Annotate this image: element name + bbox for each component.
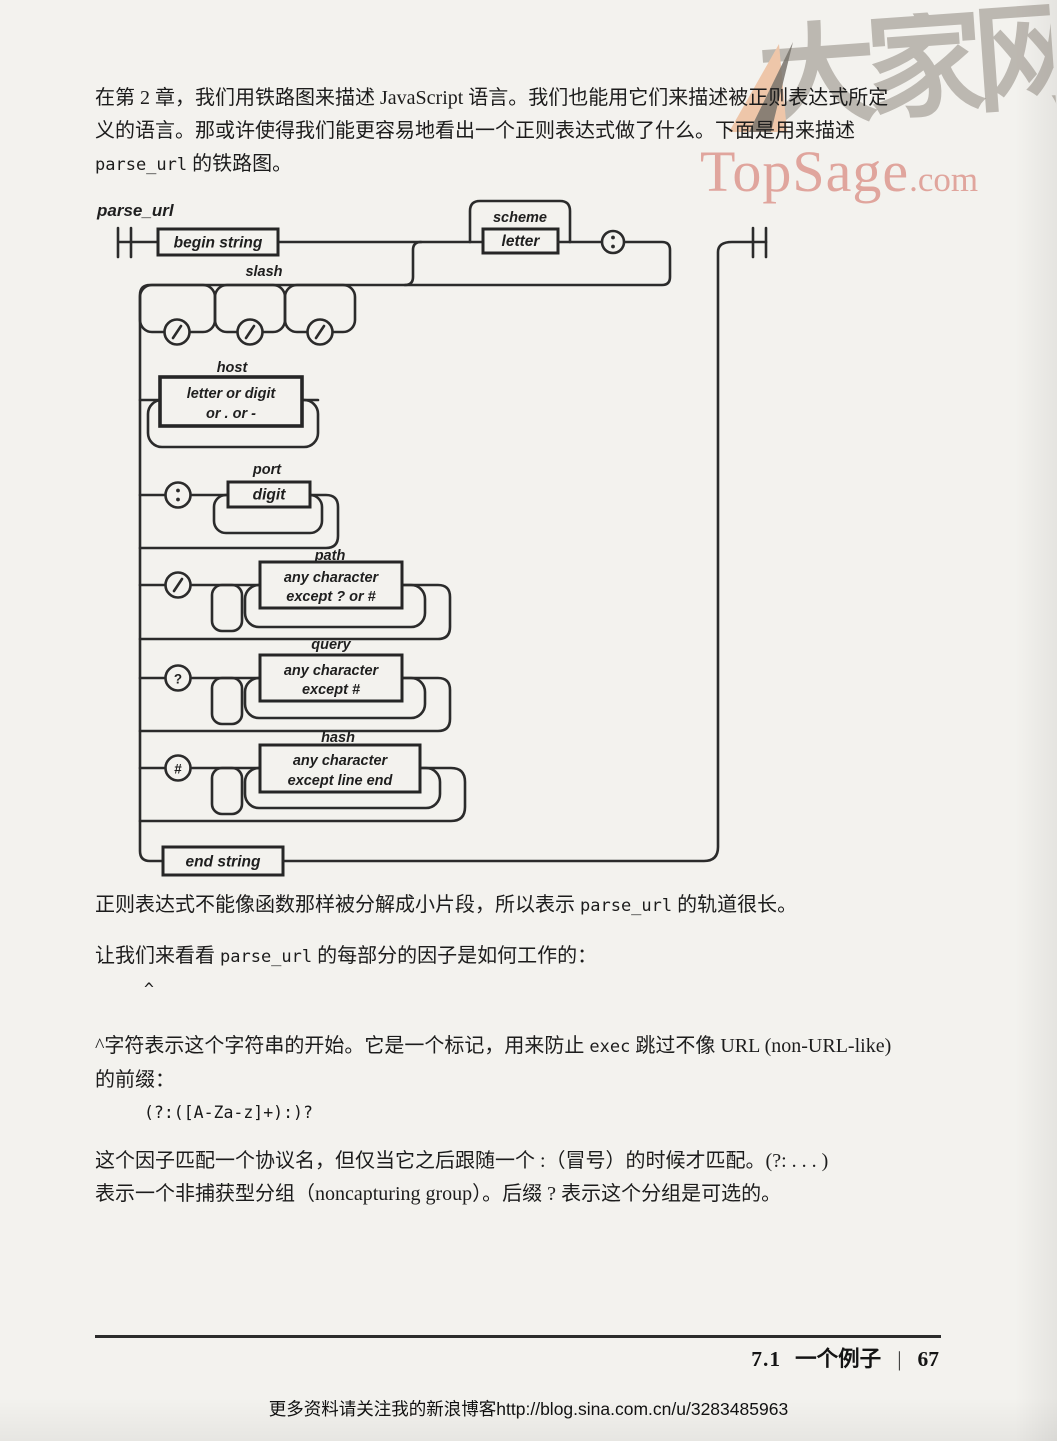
- intro-line-2: 义的语言。那或许使得我们能更容易地看出一个正则表达式做了什么。下面是用来描述: [95, 120, 855, 142]
- path-label: path: [314, 548, 346, 564]
- page-number: 67: [917, 1347, 940, 1371]
- code-snippet-caret: ^: [144, 980, 154, 999]
- port-colon-dot-bottom: [176, 497, 180, 502]
- slash-glyphs: [171, 324, 326, 340]
- hash-box: [258, 743, 422, 794]
- p5-line-1: 这个因子匹配一个协议名，但仅当它之后跟随一个 :（冒号）的时候才匹配。(?: .…: [95, 1150, 829, 1172]
- p2-text-pre: 正则表达式不能像函数那样被分解成小片段，所以表示: [95, 894, 580, 916]
- slash-terminals: [163, 318, 334, 346]
- slash-label: slash: [245, 264, 282, 280]
- footer-separator: |: [897, 1347, 902, 1371]
- p5-line-2: 表示一个非捕获型分组（noncapturing group）。后缀 ? 表示这个…: [95, 1183, 782, 1205]
- watermark-site-name: TopSage: [700, 139, 910, 204]
- host-label: host: [217, 360, 249, 376]
- blog-note: 更多资料请关注我的新浪博客http://blog.sina.com.cn/u/3…: [268, 1399, 789, 1419]
- p4-line-1: ^字符表示这个字符串的开始。它是一个标记，用来防止 exec 跳过不像 URL …: [95, 1030, 957, 1064]
- hash-box-line2: except line end: [288, 773, 394, 789]
- p4-inline-code-exec: exec: [589, 1037, 631, 1057]
- query-box: [258, 653, 404, 703]
- port-colon-dot-top: [176, 488, 180, 493]
- digit-box-label: digit: [253, 487, 287, 504]
- return-rail: [281, 240, 768, 863]
- p2-inline-code: parse_url: [580, 896, 673, 916]
- start-terminal-icon: [116, 226, 160, 259]
- query-question-terminal-icon: [164, 664, 192, 692]
- path-slash-glyph: [172, 577, 184, 593]
- end-string-box-label: end string: [186, 854, 261, 871]
- hash-box-line1: any character: [293, 753, 389, 769]
- footer-rule: [95, 1335, 941, 1338]
- scheme-repeat-loop: [468, 199, 572, 244]
- query-skip-stub: [210, 676, 244, 726]
- letter-box-label: letter: [502, 233, 541, 250]
- watermark-triangle-gray: [749, 42, 793, 132]
- p3-text-post: 的每部分的因子是如何工作的：: [312, 945, 598, 967]
- p4-line-2: 的前缀：: [95, 1069, 175, 1091]
- parse-url-inline-code: parse_url: [95, 155, 188, 175]
- colon-dot-top: [611, 235, 615, 240]
- end-terminal-icon: [751, 226, 768, 259]
- p4-l1-pre: ^字符表示这个字符串的开始。它是一个标记，用来防止: [95, 1035, 590, 1057]
- parse-url-railroad-diagram: parse_url scheme begin string letter sla…: [96, 199, 768, 877]
- path-box-line1: any character: [284, 570, 380, 586]
- begin-string-box: [156, 227, 280, 257]
- colon-terminal-icon: [600, 229, 626, 255]
- hash-label: hash: [321, 730, 355, 746]
- scheme-label: scheme: [493, 210, 547, 226]
- watermark-logo-icon: [729, 42, 793, 132]
- port-colon-terminal-icon: [164, 481, 192, 509]
- watermark-site-tld: .com: [909, 160, 979, 199]
- query-box-line1: any character: [284, 663, 380, 679]
- hash-terminal-icon: [164, 754, 192, 782]
- hash-skip-stub: [210, 766, 244, 816]
- query-box-line2: except #: [302, 682, 361, 698]
- host-box-line1: letter or digit: [187, 386, 277, 402]
- intro-line-3: parse_url 的铁路图。: [95, 148, 955, 182]
- path-box-line2: except ? or #: [286, 589, 376, 605]
- caret-explanation-paragraph: ^字符表示这个字符串的开始。它是一个标记，用来防止 exec 跳过不像 URL …: [95, 1030, 957, 1097]
- intro-paragraph: 在第 2 章，我们用铁路图来描述 JavaScript 语言。我们也能用它们来描…: [95, 82, 955, 182]
- track-length-paragraph: 正则表达式不能像函数那样被分解成小片段，所以表示 parse_url 的轨道很长…: [95, 889, 955, 923]
- code-snippet-scheme-regex: (?:([A-Za-z]+):)?: [144, 1103, 313, 1122]
- lets-look-paragraph: 让我们来看看 parse_url 的每部分的因子是如何工作的：: [95, 940, 955, 974]
- path-skip-stub: [210, 583, 244, 633]
- host-box-line2: or . or -: [206, 406, 256, 422]
- section-title: 一个例子: [795, 1347, 882, 1371]
- factor-explanation-paragraph: 这个因子匹配一个协议名，但仅当它之后跟随一个 :（冒号）的时候才匹配。(?: .…: [95, 1145, 957, 1211]
- path-box: [258, 560, 404, 610]
- section-number: 7.1: [751, 1347, 782, 1371]
- query-label: query: [311, 637, 351, 653]
- page-footer: 7.1 一个例子 | 67: [751, 1342, 939, 1373]
- intro-line-1: 在第 2 章，我们用铁路图来描述 JavaScript 语言。我们也能用它们来描…: [95, 87, 889, 109]
- p3-text-pre: 让我们来看看: [95, 945, 220, 967]
- start-terminal-strokes: [116, 226, 160, 259]
- scheme-bypass-branch: [403, 240, 423, 287]
- p3-inline-code: parse_url: [220, 947, 313, 967]
- host-box: [158, 375, 304, 428]
- end-terminal-strokes: [751, 226, 768, 259]
- hash-glyph: #: [174, 762, 182, 777]
- diagram-title: parse_url: [96, 201, 175, 220]
- port-label: port: [252, 462, 282, 478]
- watermark-site: TopSage.com: [700, 138, 1040, 205]
- intro-line-3-text: 的铁路图。: [187, 153, 293, 175]
- p4-l1-post: 跳过不像 URL (non-URL-like): [630, 1035, 892, 1057]
- begin-string-box-label: begin string: [174, 235, 263, 252]
- query-question-glyph: ?: [174, 672, 182, 687]
- p2-text-post: 的轨道很长。: [672, 894, 798, 916]
- letter-box: [481, 227, 560, 255]
- colon-dot-bottom: [611, 244, 615, 249]
- digit-box: [226, 480, 312, 509]
